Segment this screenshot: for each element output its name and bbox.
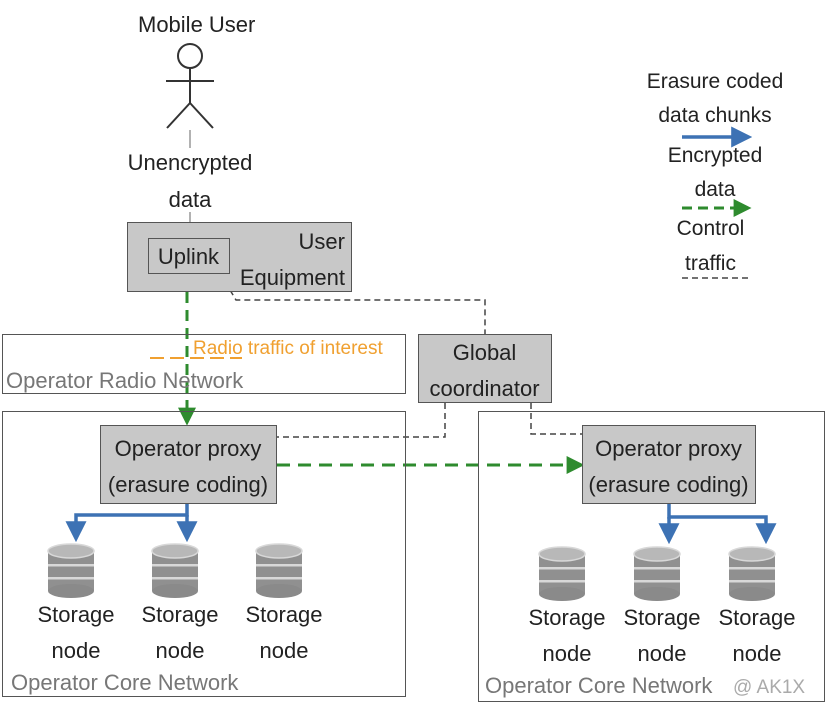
storage-node-left-2[interactable]: Storage node: [130, 604, 230, 662]
storage-node-right-1[interactable]: Storage node: [517, 607, 617, 665]
erasure-chunks-left: [65, 504, 198, 543]
control-link-ue-coordinator: [229, 289, 486, 334]
radio-traffic-label: Radio traffic of interest: [193, 338, 383, 359]
unencrypted-label-line1: Unencrypted: [127, 150, 253, 175]
core-network-left-box: Operator Core Network: [2, 411, 406, 697]
storage-right-1-line2: node: [542, 641, 592, 666]
storage-left-1-line1: Storage: [37, 602, 115, 627]
unencrypted-label-line2: data: [168, 187, 212, 212]
legend-erasure-line2: data chunks: [658, 104, 772, 127]
person-icon: [166, 43, 214, 129]
control-link-coordinator-proxy-right: [530, 403, 585, 435]
radio-network-box: Radio traffic of interest Operator Radio…: [2, 334, 406, 394]
storage-right-3-line1: Storage: [718, 605, 796, 630]
legend-encrypted-line1: Encrypted: [667, 144, 763, 167]
global-coordinator-box[interactable]: Global coordinator: [418, 334, 552, 403]
storage-left-1-line2: node: [51, 638, 101, 663]
legend-erasure-line1: Erasure coded: [646, 70, 784, 93]
proxy-left-line1: Operator proxy: [114, 436, 262, 461]
storage-node-right-2[interactable]: Storage node: [612, 607, 712, 665]
ue-label-line1: User: [298, 229, 345, 254]
storage-left-3-line2: node: [259, 638, 309, 663]
storage-left-2-line1: Storage: [141, 602, 219, 627]
uplink-label: Uplink: [157, 244, 220, 269]
proxy-right-line1: Operator proxy: [595, 436, 742, 461]
proxy-left-line2: (erasure coding): [107, 472, 269, 497]
legend-encrypted-line2: data: [694, 178, 736, 201]
coordinator-line1: Global: [452, 340, 517, 365]
core-network-right-label: Operator Core Network: [485, 673, 713, 698]
legend-control-line2: traffic: [685, 252, 736, 275]
storage-right-1-line1: Storage: [528, 605, 606, 630]
proxy-right-line2: (erasure coding): [588, 472, 749, 497]
storage-node-left-1[interactable]: Storage node: [26, 604, 126, 662]
radio-network-label: Operator Radio Network: [6, 368, 244, 393]
core-network-right-box: Operator Core Network: [478, 411, 825, 702]
storage-right-2-line2: node: [637, 641, 687, 666]
mobile-user-title: Mobile User: [138, 12, 256, 37]
operator-proxy-right[interactable]: Operator proxy (erasure coding): [582, 425, 756, 504]
storage-left-3-line1: Storage: [245, 602, 323, 627]
control-link-coordinator-proxy-left: [277, 403, 446, 438]
watermark: @ AK1X: [733, 677, 806, 698]
legend-control-line1: Control: [676, 217, 745, 240]
core-network-left-label: Operator Core Network: [11, 670, 239, 695]
storage-node-right-3[interactable]: Storage node: [707, 607, 807, 665]
storage-left-2-line2: node: [155, 638, 205, 663]
storage-node-left-3[interactable]: Storage node: [234, 604, 334, 662]
storage-right-2-line1: Storage: [623, 605, 701, 630]
coordinator-line2: coordinator: [429, 376, 540, 401]
uplink-box[interactable]: Uplink: [148, 238, 230, 274]
operator-proxy-left[interactable]: Operator proxy (erasure coding): [100, 425, 277, 504]
ue-label-line2: Equipment: [239, 265, 345, 290]
erasure-chunks-right: [658, 504, 777, 545]
storage-right-3-line2: node: [732, 641, 782, 666]
user-equipment-box[interactable]: Uplink User Equipment: [127, 222, 352, 292]
